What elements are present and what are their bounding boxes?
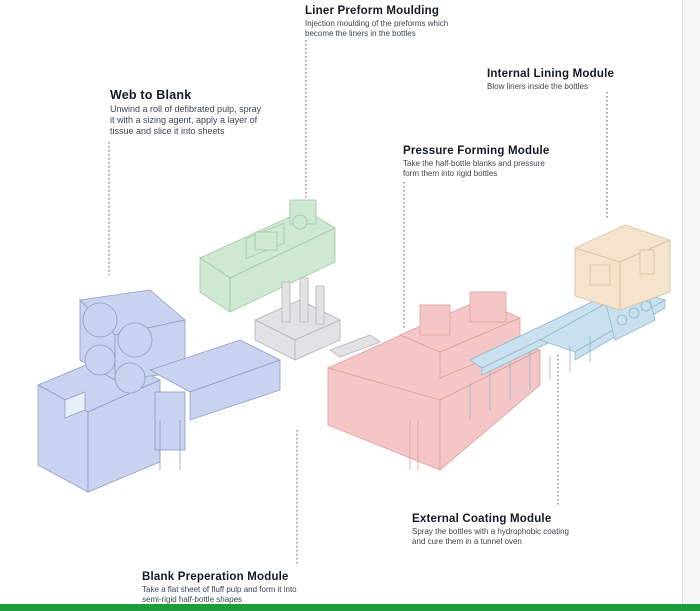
module-description-line: Spray the bottles with a hydrophobic coa… xyxy=(412,527,569,536)
module-label-internal-lining: Internal Lining Module Blow liners insid… xyxy=(487,68,614,92)
module-description-line: Unwind a roll of defibrated pulp, spray xyxy=(110,104,262,114)
leader-lines xyxy=(108,40,608,565)
internal-lining-machine xyxy=(573,224,672,311)
module-description-line: Take a flat sheet of fluff pulp and form… xyxy=(142,585,297,594)
module-description-line: and cure them in a tunnel oven xyxy=(412,537,522,546)
module-title: Internal Lining Module xyxy=(487,68,615,80)
module-label-liner-preform: Liner Preform Moulding Injection mouldin… xyxy=(305,5,448,39)
module-description: Blow liners inside the bottles xyxy=(487,82,614,92)
module-label-web-to-blank: Web to Blank Unwind a roll of defibrated… xyxy=(110,88,261,137)
window-edge-strip xyxy=(682,0,700,611)
module-description: Unwind a roll of defibrated pulp, spray … xyxy=(110,104,261,137)
bottom-accent-bar xyxy=(0,604,700,611)
module-description-line: semi-rigid half-bottle shapes xyxy=(142,595,243,604)
module-description-line: Blow liners inside the bottles xyxy=(487,82,588,91)
module-description: Take a flat sheet of fluff pulp and form… xyxy=(142,585,297,605)
module-description-line: Take the half-bottle blanks and pressure xyxy=(403,159,545,168)
module-title: Web to Blank xyxy=(110,88,192,102)
liner-preform-machine xyxy=(199,199,336,313)
module-description: Spray the bottles with a hydrophobic coa… xyxy=(412,527,569,547)
module-description-line: Injection moulding of the preforms which xyxy=(305,19,449,28)
module-title: Pressure Forming Module xyxy=(403,145,550,157)
module-description-line: become the liners in the bottles xyxy=(305,29,416,38)
module-title: External Coating Module xyxy=(412,513,552,525)
module-description-line: tissue and slice it into sheets xyxy=(110,126,225,136)
module-title: Blank Preperation Module xyxy=(142,571,289,583)
module-description: Injection moulding of the preforms which… xyxy=(305,19,448,39)
module-description-line: form them into rigid bottles xyxy=(403,169,498,178)
module-description-line: it with a sizing agent, apply a layer of xyxy=(110,115,258,125)
module-title: Liner Preform Moulding xyxy=(305,5,440,17)
module-description: Take the half-bottle blanks and pressure… xyxy=(403,159,549,179)
module-label-blank-preparation: Blank Preperation Module Take a flat she… xyxy=(142,571,297,605)
transfer-station xyxy=(254,277,381,361)
module-label-pressure-forming: Pressure Forming Module Take the half-bo… xyxy=(403,145,549,179)
web-to-blank-machine xyxy=(37,289,282,493)
pressure-forming-machine xyxy=(326,291,542,471)
module-label-external-coating: External Coating Module Spray the bottle… xyxy=(412,513,569,547)
